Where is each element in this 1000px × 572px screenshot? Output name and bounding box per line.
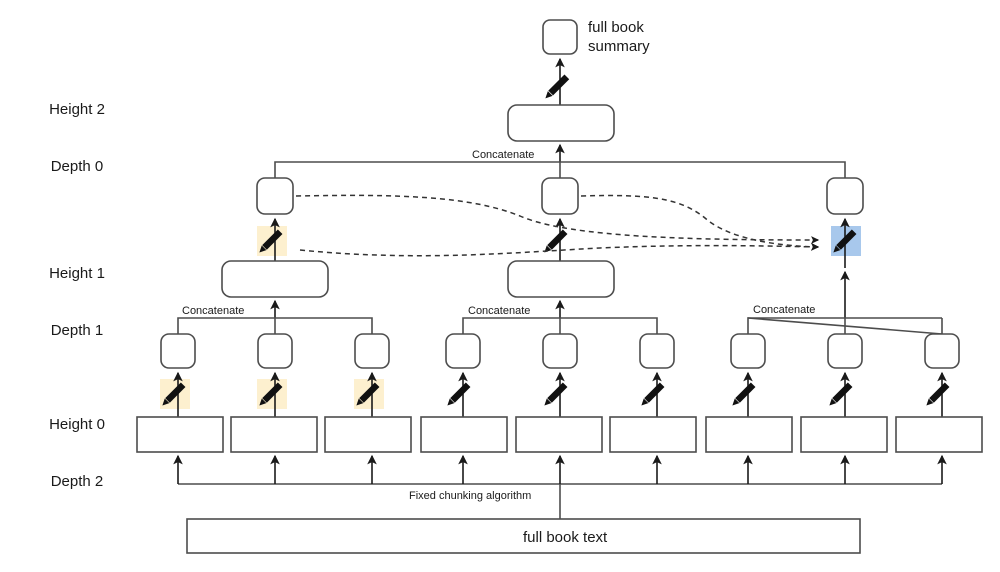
chunking-algorithm-label: Fixed chunking algorithm [409,490,531,502]
tier-height-label: Height 0 [49,416,105,433]
chunk-node-5 [515,416,603,453]
context-edge-2 [580,194,820,251]
height0-node-2 [257,333,293,369]
full-book-summary-node [542,19,578,55]
chunk-node-9 [895,416,983,453]
chunk-node-1 [136,416,224,453]
height0-node-3 [354,333,390,369]
tier-height-label: Height 2 [49,101,105,118]
chunk-node-6 [609,416,697,453]
pencil-icon-h0-6 [641,382,665,406]
full-book-summary-label: full book [588,19,644,36]
height0-node-8 [827,333,863,369]
tier-label-height1-depth1: Height 1 Depth 1 [22,226,132,378]
height0-node-7 [730,333,766,369]
height0-node-1 [160,333,196,369]
height1-node-1 [256,177,294,215]
pencil-icon-h1-2 [544,229,568,253]
height0-node-6 [639,333,675,369]
height0-node-9 [924,333,960,369]
concat-group-3-label: Concatenate [753,304,815,316]
pencil-icon-h0-8 [829,382,853,406]
concat-root-label: Concatenate [472,149,534,161]
tier-depth-label: Depth 1 [50,322,104,339]
height1-concat-node-1 [221,260,329,298]
tier-depth-label: Depth 0 [50,158,104,175]
tier-label-height0-depth2: Height 0 Depth 2 [22,377,132,529]
root-concat-node [507,104,615,142]
pencil-icon-h0-4 [447,382,471,406]
chunk-node-7 [705,416,793,453]
context-edge-1 [295,194,820,244]
pencil-icon-h0-9 [926,382,950,406]
height1-node-2 [541,177,579,215]
tier-height-label: Height 1 [49,265,105,282]
full-book-text-node [186,518,861,554]
chunk-node-3 [324,416,412,453]
height1-node-3 [826,177,864,215]
pencil-icon-h0-5 [544,382,568,406]
tier-depth-label: Depth 2 [50,473,104,490]
full-book-summary-label-2: summary [588,38,650,55]
tier-label-height2-depth0: Height 2 Depth 0 [22,62,132,214]
height1-concat-node-2 [507,260,615,298]
full-book-text-label: full book text [523,529,608,546]
concat-group-2-label: Concatenate [468,305,530,317]
pencil-icon-h0-7 [732,382,756,406]
chunk-node-4 [420,416,508,453]
context-edge-3 [299,242,820,257]
concat-group-1-label: Concatenate [182,305,244,317]
chunk-node-2 [230,416,318,453]
chunk-node-8 [800,416,888,453]
height0-node-4 [445,333,481,369]
height0-node-5 [542,333,578,369]
pencil-icon-root [545,74,570,99]
